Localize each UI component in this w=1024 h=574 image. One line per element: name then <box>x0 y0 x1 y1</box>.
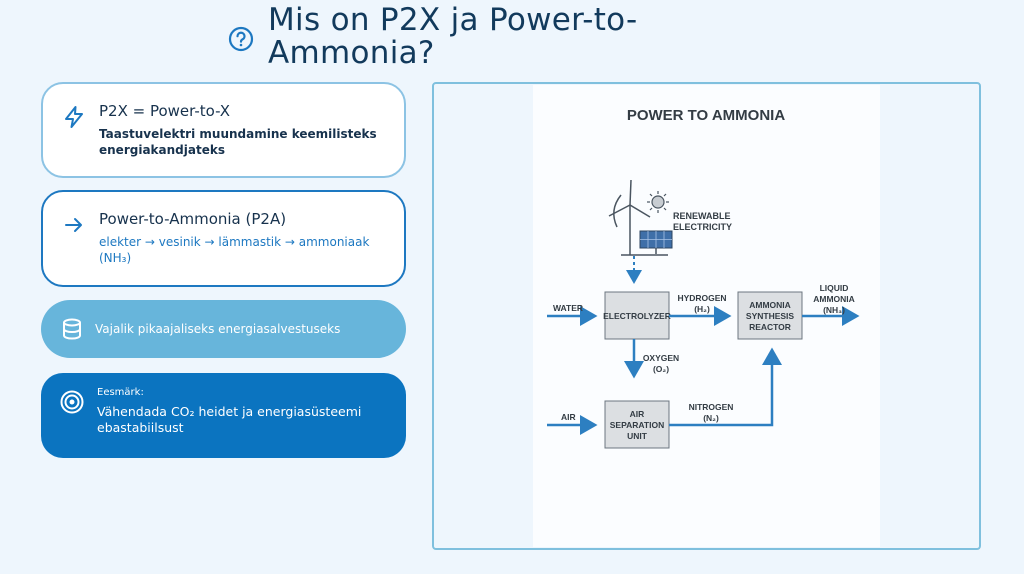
nitrogen-label: NITROGEN <box>689 402 734 412</box>
card-text: Taastuvelektri muundamine keemilisteks e… <box>99 127 377 157</box>
diagram-title: POWER TO AMMONIA <box>627 107 785 124</box>
asu-label-1: AIR <box>630 409 645 419</box>
solar-panel-icon <box>639 230 673 254</box>
card-p2x: P2X = Power-to-X Taastuvelektri muundami… <box>41 82 406 178</box>
electrolyzer-box <box>604 291 670 340</box>
output-label-2: AMMONIA <box>813 294 855 304</box>
output-label-3: (NH₃) <box>823 305 845 315</box>
reactor-label-3: REACTOR <box>749 322 791 332</box>
database-icon <box>63 318 81 340</box>
renewable-label: RENEWABLE <box>673 211 731 221</box>
target-icon <box>60 390 84 414</box>
arrow-right-icon <box>65 218 82 232</box>
asu-label-2: SEPARATION <box>610 420 664 430</box>
sun-icon <box>647 191 669 213</box>
oxygen-formula: (O₂) <box>653 364 669 374</box>
card-heading: P2X = Power-to-X <box>99 102 231 120</box>
water-label: WATER <box>553 303 583 313</box>
card-heading: Power-to-Ammonia (P2A) <box>99 210 287 228</box>
reactor-label-2: SYNTHESIS <box>746 311 795 321</box>
asu-label-3: UNIT <box>627 431 648 441</box>
air-label: AIR <box>561 412 576 422</box>
output-label-1: LIQUID <box>820 283 849 293</box>
title-block: Mis on P2X ja Power-to-Ammonia? <box>228 4 688 70</box>
nitrogen-arrow <box>669 347 782 427</box>
card-storage: Vajalik pikaajaliseks energiasalvestusek… <box>41 300 406 358</box>
card-label: Eesmärk: <box>97 387 144 398</box>
wind-turbine-icon <box>608 179 668 256</box>
card-goal: Eesmärk: Vähendada CO₂ heidet ja energia… <box>41 373 406 458</box>
lightning-icon <box>65 106 83 128</box>
oxygen-label: OXYGEN <box>643 353 679 363</box>
power-to-ammonia-diagram: POWER TO AMMONIA RENEWABLE ELECTRICITY <box>533 85 880 547</box>
reactor-label-1: AMMONIA <box>749 300 791 310</box>
card-text: Vajalik pikaajaliseks energiasalvestusek… <box>95 322 341 336</box>
card-text: Vähendada CO₂ heidet ja energiasüsteemi … <box>97 404 362 435</box>
card-p2a: Power-to-Ammonia (P2A) elekter → vesinik… <box>41 190 406 287</box>
hydrogen-formula: (H₂) <box>694 304 710 314</box>
electrolyzer-label: ELECTROLYZER <box>603 311 671 321</box>
question-circle-icon <box>228 26 254 52</box>
reactor-box <box>737 291 803 340</box>
hydrogen-label: HYDROGEN <box>677 293 726 303</box>
page-title: Mis on P2X ja Power-to-Ammonia? <box>268 2 638 71</box>
nitrogen-formula: (N₂) <box>703 413 719 423</box>
card-text: elekter → vesinik → lämmastik → ammoniaa… <box>99 235 370 265</box>
electricity-label: ELECTRICITY <box>673 222 732 232</box>
